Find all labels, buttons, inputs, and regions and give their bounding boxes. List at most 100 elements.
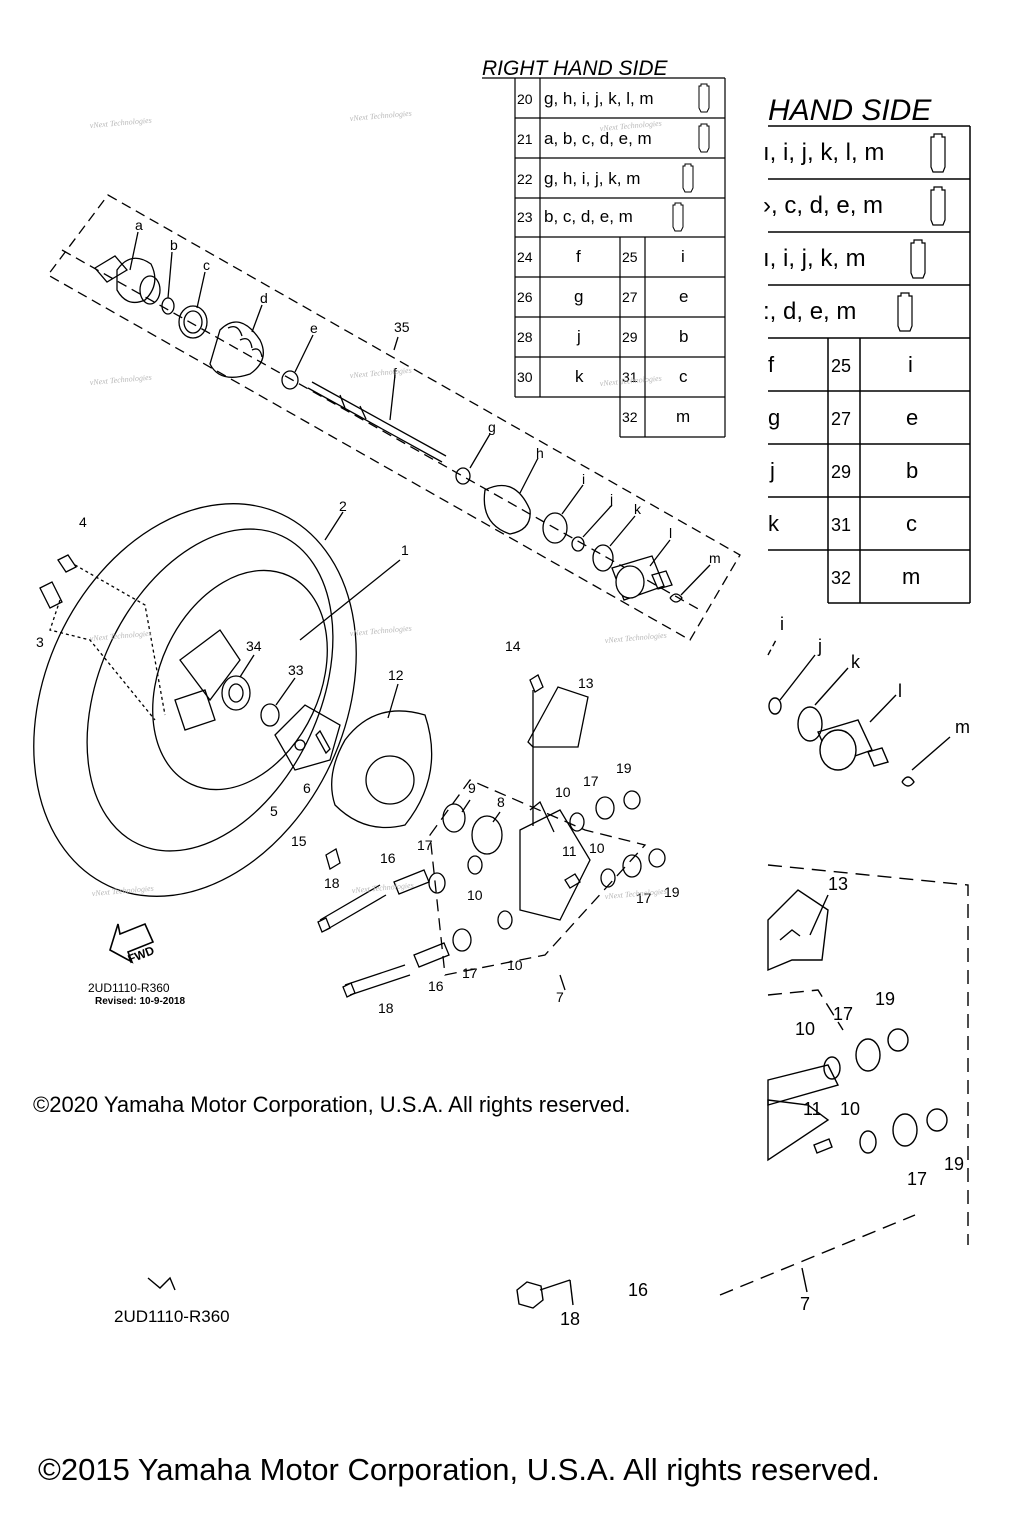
large-pair-5-num: 32: [831, 568, 851, 588]
svg-text:17: 17: [462, 965, 478, 981]
svg-text:vNext Technologies: vNext Technologies: [89, 629, 152, 643]
svg-text:vNext Technologies: vNext Technologies: [604, 631, 667, 645]
svg-text:16: 16: [628, 1280, 648, 1300]
row-30-num: 30: [517, 369, 533, 385]
svg-text:7: 7: [800, 1294, 810, 1314]
svg-text:vNext Technologies: vNext Technologies: [349, 109, 412, 123]
svg-text:11: 11: [562, 843, 577, 859]
svg-text:8: 8: [497, 794, 505, 810]
row-25-val: i: [681, 247, 685, 266]
copyright-small: ©2020 Yamaha Motor Corporation, U.S.A. A…: [33, 1092, 631, 1117]
large-pair-1-num: 25: [831, 356, 851, 376]
svg-text:10: 10: [795, 1019, 815, 1039]
svg-text:13: 13: [828, 874, 848, 894]
grease-tube-icon: [897, 133, 946, 332]
svg-text:14: 14: [505, 638, 521, 654]
svg-text:19: 19: [664, 884, 680, 900]
large-pair-1-b: i: [908, 352, 913, 377]
svg-text:j: j: [817, 636, 822, 656]
large-pair-2-b: e: [906, 405, 918, 430]
row-32-num: 32: [622, 409, 638, 425]
svg-text:c: c: [203, 257, 210, 273]
svg-text:4: 4: [79, 514, 87, 530]
large-pair-5-b: m: [902, 564, 920, 589]
svg-text:15: 15: [291, 833, 307, 849]
large-row-3: ı, i, j, k, m: [763, 245, 866, 272]
row-20-letters: g, h, i, j, k, l, m: [544, 89, 654, 108]
svg-text:16: 16: [428, 978, 444, 994]
wheel-and-tire: [33, 503, 357, 897]
svg-text:f: f: [393, 365, 397, 381]
svg-text:vNext Technologies: vNext Technologies: [351, 881, 414, 895]
svg-text:l: l: [898, 681, 902, 701]
svg-text:33: 33: [288, 662, 304, 678]
svg-text:19: 19: [616, 760, 632, 776]
svg-text:i: i: [582, 471, 585, 487]
svg-text:vNext Technologies: vNext Technologies: [89, 116, 152, 130]
row-29-val: b: [679, 327, 688, 346]
svg-text:3: 3: [36, 634, 44, 650]
diagram-code-large: 2UD1110-R360: [114, 1307, 230, 1326]
svg-text:5: 5: [270, 803, 278, 819]
svg-text:17: 17: [907, 1169, 927, 1189]
row-23-letters: b, c, d, e, m: [544, 207, 633, 226]
svg-text:10: 10: [507, 957, 523, 973]
svg-text:b: b: [170, 237, 178, 253]
diagram-code: 2UD1110-R360: [88, 981, 170, 995]
row-20-num: 20: [517, 91, 533, 107]
svg-text:m: m: [709, 550, 721, 566]
svg-text:18: 18: [324, 875, 340, 891]
svg-text:17: 17: [833, 1004, 853, 1024]
copyright-large: ©2015 Yamaha Motor Corporation, U.S.A. A…: [38, 1452, 880, 1487]
enlarged-fragment: i j k l m 13 7 19 17: [114, 614, 970, 1329]
large-pair-2-a: g: [768, 405, 780, 430]
row-30-val: k: [575, 367, 584, 386]
row-26-num: 26: [517, 289, 533, 305]
large-pair-3-a: j: [769, 458, 775, 483]
svg-text:16: 16: [380, 850, 396, 866]
grease-tube-icon: [672, 83, 710, 232]
large-pair-1-a: f: [768, 352, 775, 377]
drive-shaft: [307, 374, 447, 463]
svg-text:12: 12: [388, 667, 404, 683]
svg-text:7: 7: [556, 989, 564, 1005]
row-27-num: 27: [622, 289, 638, 305]
row-24-num: 24: [517, 249, 533, 265]
svg-text:i: i: [780, 614, 784, 634]
brake-disc: [331, 683, 433, 829]
svg-text:vNext Technologies: vNext Technologies: [349, 624, 412, 638]
row-31-num: 31: [622, 369, 638, 385]
large-pair-3-num: 29: [831, 462, 851, 482]
row-22-letters: g, h, i, j, k, m: [544, 169, 640, 188]
large-pair-4-num: 31: [831, 515, 851, 535]
large-row-1: ı, i, j, k, l, m: [763, 139, 884, 166]
right-hand-side-table: RIGHT HAND SIDE 20 g, h, i, j, k, l, m 2…: [482, 57, 734, 438]
svg-text:13: 13: [578, 675, 594, 691]
svg-text:10: 10: [555, 784, 571, 800]
revised-date: Revised: 10-9-2018: [95, 996, 185, 1007]
svg-text:10: 10: [589, 840, 605, 856]
svg-text:j: j: [609, 491, 613, 507]
svg-text:d: d: [260, 290, 268, 306]
row-23-num: 23: [517, 209, 533, 225]
row-22-num: 22: [517, 171, 533, 187]
large-legend-table: HAND SIDE ı, i, j, k, l, m ›, c, d, e, m…: [763, 94, 971, 604]
row-28-num: 28: [517, 329, 533, 345]
svg-text:l: l: [669, 525, 672, 541]
table-title: RIGHT HAND SIDE: [482, 57, 669, 80]
large-pair-4-a: k: [768, 511, 780, 536]
cv-joint-outer: [94, 231, 161, 305]
svg-text:2: 2: [339, 498, 347, 514]
large-pair-2-num: 27: [831, 409, 851, 429]
row-24-val: f: [576, 247, 581, 266]
svg-text:a: a: [135, 217, 143, 233]
svg-text:k: k: [634, 501, 642, 517]
row-32-val: m: [676, 407, 690, 426]
row-31-val: c: [679, 367, 688, 386]
row-26-val: g: [574, 287, 583, 306]
callout-numbers: 35 2 1 4 3 34 33 12 14 13 6 5 15 9 8 10 …: [36, 319, 680, 1016]
row-27-val: e: [679, 287, 688, 306]
svg-text:17: 17: [583, 773, 599, 789]
svg-text:11: 11: [803, 1099, 822, 1119]
